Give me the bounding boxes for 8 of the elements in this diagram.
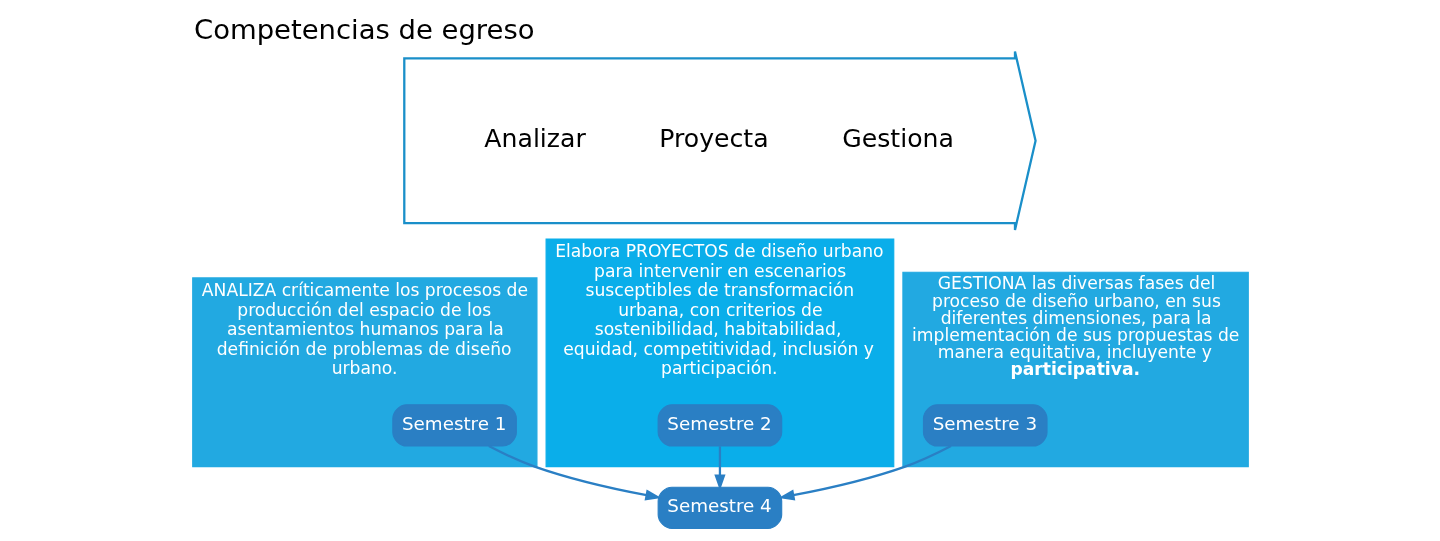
node-box: Semestre 4 xyxy=(657,486,782,529)
arrow xyxy=(778,445,952,501)
node-box: Semestre 2 xyxy=(657,404,782,447)
node-box: Semestre 3 xyxy=(922,404,1048,447)
arrow xyxy=(713,446,726,491)
node-box: Semestre 1 xyxy=(391,404,517,447)
arrow xyxy=(487,445,661,501)
diagram-title: Competencias de egreso xyxy=(193,14,535,46)
